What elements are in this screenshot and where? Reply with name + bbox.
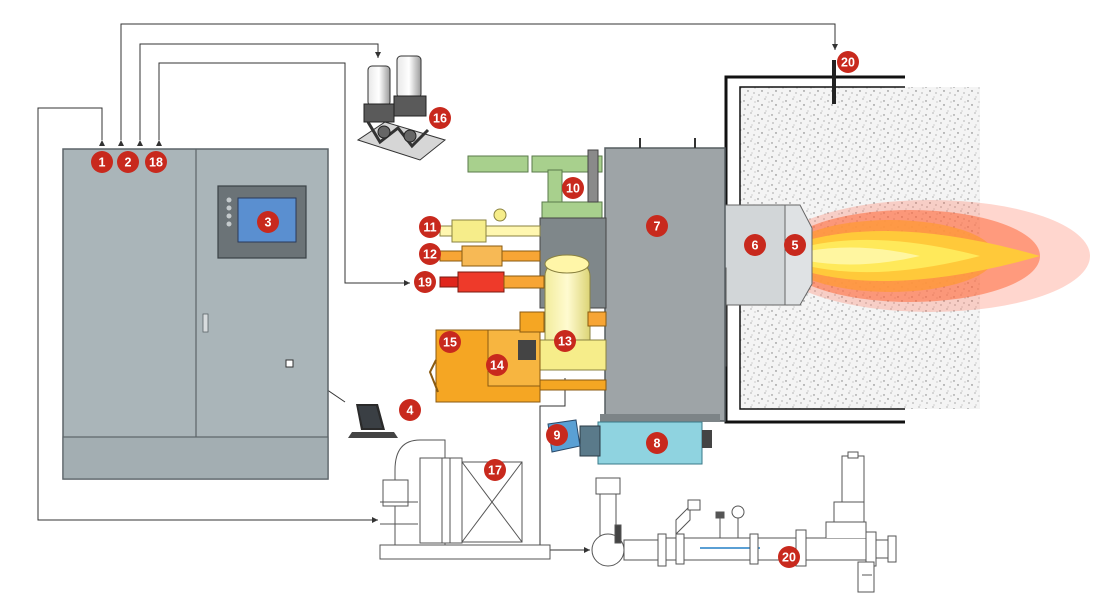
callout-label: 8 bbox=[654, 437, 661, 451]
air-duct bbox=[467, 149, 603, 219]
callout-label: 7 bbox=[654, 220, 661, 234]
burner-body bbox=[600, 138, 726, 422]
callout-c14: 14 bbox=[486, 354, 508, 376]
callout-label: 14 bbox=[490, 359, 504, 373]
callout-label: 12 bbox=[423, 248, 437, 262]
callout-label: 20 bbox=[782, 551, 796, 565]
callout-c9: 9 bbox=[546, 424, 568, 446]
callout-badge bbox=[91, 151, 113, 173]
callout-c11: 11 bbox=[419, 216, 441, 238]
callout-label: 9 bbox=[554, 429, 561, 443]
callout-label: 20 bbox=[841, 56, 855, 70]
callout-c3: 3 bbox=[257, 211, 279, 233]
callout-badge bbox=[486, 354, 508, 376]
callout-badge bbox=[837, 51, 859, 73]
callout-badge bbox=[429, 107, 451, 129]
cabinet-port bbox=[285, 359, 294, 368]
callout-c6: 6 bbox=[744, 234, 766, 256]
oil-lance-19 bbox=[439, 271, 545, 293]
oil-lance-12 bbox=[439, 245, 541, 267]
line-2 bbox=[118, 23, 838, 146]
callout-badge bbox=[145, 151, 167, 173]
callout-label: 18 bbox=[149, 156, 163, 170]
callout-badge bbox=[117, 151, 139, 173]
callout-c17: 17 bbox=[484, 459, 506, 481]
callout-label: 6 bbox=[752, 239, 759, 253]
callout-label: 17 bbox=[488, 464, 502, 478]
callout-badge bbox=[744, 234, 766, 256]
callout-c5: 5 bbox=[784, 234, 806, 256]
callout-label: 5 bbox=[792, 239, 799, 253]
line-gas bbox=[539, 378, 590, 553]
callout-label: 4 bbox=[407, 404, 414, 418]
callout-badge bbox=[778, 546, 800, 568]
callout-c2: 2 bbox=[117, 151, 139, 173]
callout-label: 11 bbox=[423, 221, 436, 235]
callout-c10: 10 bbox=[562, 177, 584, 199]
laptop-icon bbox=[348, 404, 398, 438]
callout-c18: 18 bbox=[145, 151, 167, 173]
oil-lance-11 bbox=[439, 208, 541, 243]
callout-c19: 19 bbox=[414, 271, 436, 293]
callout-badge bbox=[399, 399, 421, 421]
callout-c15: 15 bbox=[439, 331, 461, 353]
callout-badge bbox=[484, 459, 506, 481]
callout-badge bbox=[646, 215, 668, 237]
control-lines bbox=[37, 23, 838, 553]
callout-label: 15 bbox=[443, 336, 457, 350]
callout-label: 19 bbox=[418, 276, 432, 290]
callout-badge bbox=[439, 331, 461, 353]
callout-c7: 7 bbox=[646, 215, 668, 237]
blower-base bbox=[579, 421, 712, 465]
callout-badge bbox=[546, 424, 568, 446]
callout-label: 3 bbox=[265, 216, 272, 230]
callout-c20top: 20 bbox=[837, 51, 859, 73]
line-16 bbox=[137, 43, 381, 146]
callout-c1: 1 bbox=[91, 151, 113, 173]
callout-label: 10 bbox=[566, 182, 580, 196]
callout-label: 2 bbox=[125, 156, 132, 170]
callout-label: 13 bbox=[558, 335, 572, 349]
callout-badge bbox=[554, 330, 576, 352]
callout-badge bbox=[562, 177, 584, 199]
flame bbox=[770, 200, 1090, 312]
pump-unit bbox=[356, 55, 447, 161]
callout-badge bbox=[646, 432, 668, 454]
control-cabinet bbox=[62, 148, 329, 480]
callout-c16: 16 bbox=[429, 107, 451, 129]
callout-badge bbox=[257, 211, 279, 233]
callout-c20bot: 20 bbox=[778, 546, 800, 568]
blower-fan bbox=[379, 439, 551, 560]
callout-c8: 8 bbox=[646, 432, 668, 454]
callout-badge bbox=[419, 243, 441, 265]
callout-c12: 12 bbox=[419, 243, 441, 265]
callout-badge bbox=[414, 271, 436, 293]
line-1 bbox=[37, 107, 378, 523]
gas-train bbox=[591, 451, 897, 593]
callout-label: 1 bbox=[99, 156, 106, 170]
line-18 bbox=[156, 62, 410, 286]
callout-c4: 4 bbox=[399, 399, 421, 421]
callout-c13: 13 bbox=[554, 330, 576, 352]
callout-label: 16 bbox=[433, 112, 447, 126]
callout-badge bbox=[784, 234, 806, 256]
callout-badge bbox=[419, 216, 441, 238]
